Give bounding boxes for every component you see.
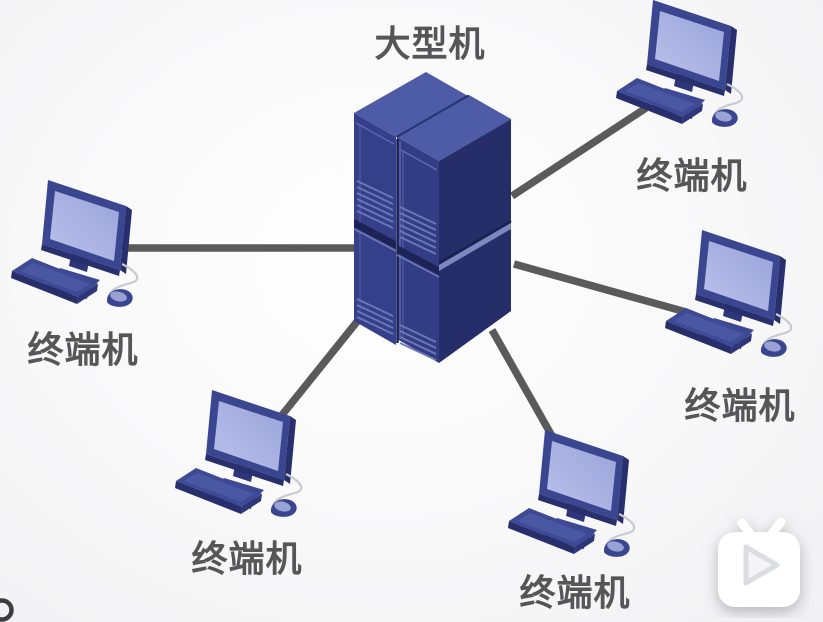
tv-play-icon[interactable] — [700, 503, 815, 618]
terminal-label-bottom-left: 终端机 — [191, 539, 303, 580]
terminal-icon-bottom-left — [173, 388, 303, 518]
terminal-label-middle-left: 终端机 — [27, 330, 139, 371]
partial-ring-icon — [0, 598, 14, 622]
terminal-icon-middle-right — [663, 228, 793, 358]
play-triangle-icon — [743, 544, 780, 586]
mainframe-label: 大型机 — [374, 24, 486, 65]
terminal-icon-middle-left — [9, 178, 139, 308]
connection-line-top-right — [509, 104, 649, 200]
mainframe-icon — [353, 72, 512, 363]
terminal-label-bottom-center: 终端机 — [519, 573, 631, 614]
connection-line-middle-right — [512, 260, 688, 316]
connection-line-bottom-left — [275, 315, 363, 423]
terminal-icon-top-right — [614, 0, 744, 128]
terminal-icon-bottom-center — [506, 428, 636, 558]
connection-line-bottom-center — [488, 328, 556, 438]
terminal-label-top-right: 终端机 — [636, 156, 748, 197]
terminal-label-middle-right: 终端机 — [684, 386, 796, 427]
